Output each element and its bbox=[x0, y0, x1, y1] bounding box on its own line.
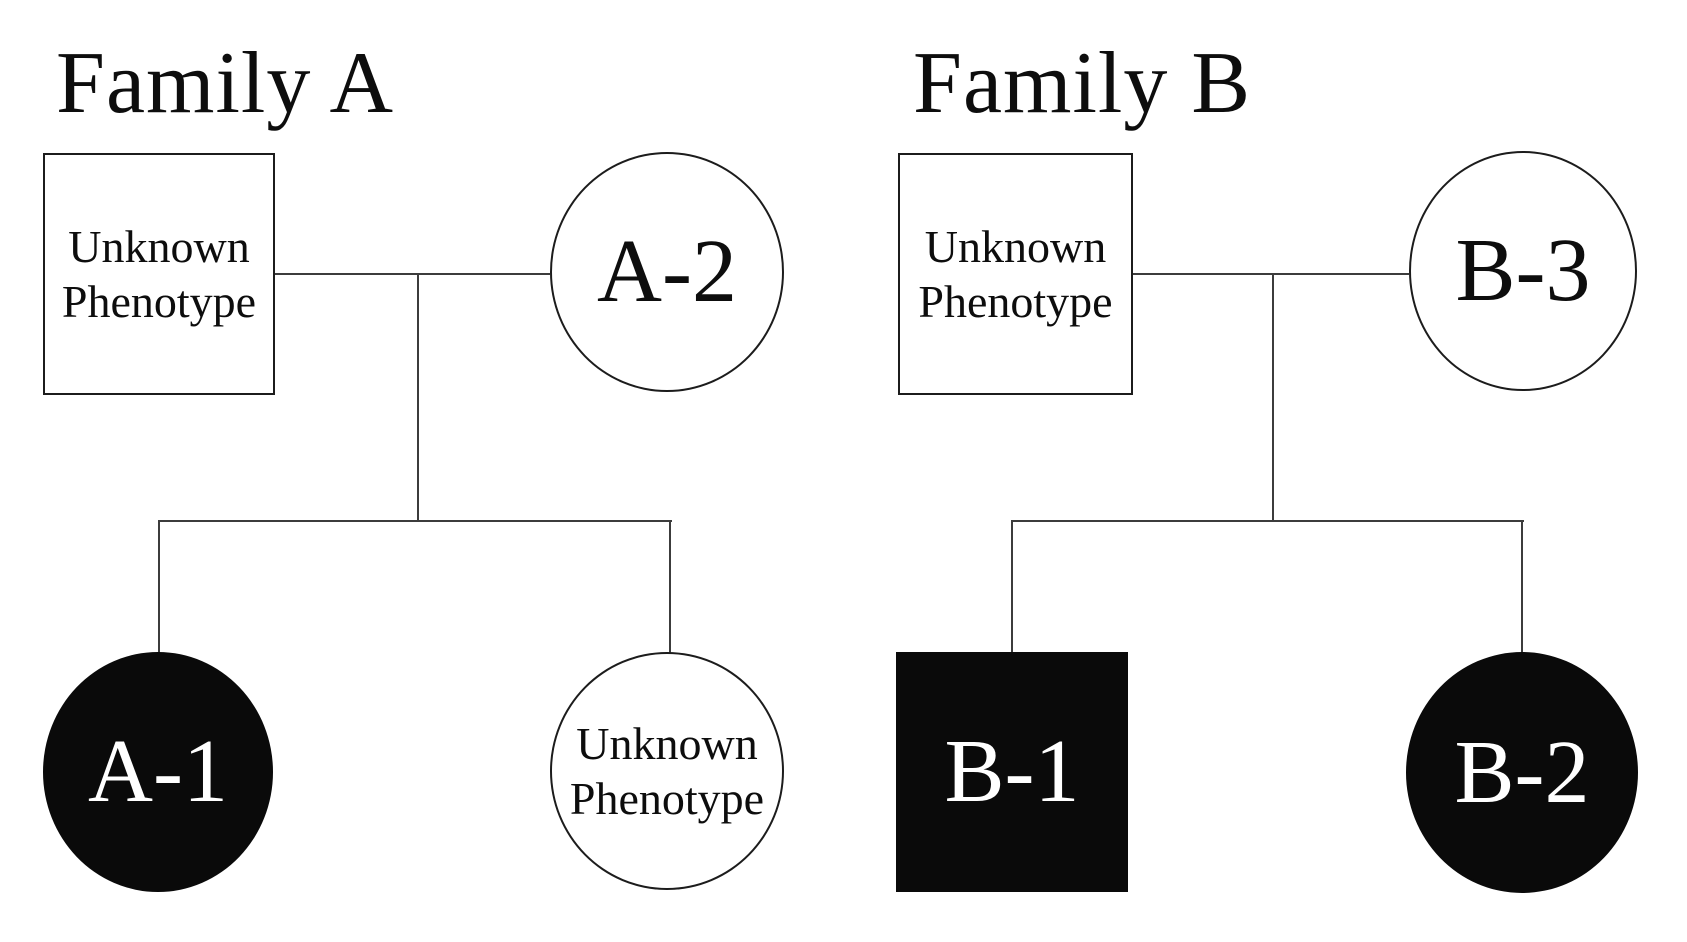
family-a-descent-line bbox=[417, 273, 419, 522]
family-b-child-b2-circle: B-2 bbox=[1406, 652, 1638, 893]
family-b-descent-line bbox=[1272, 273, 1274, 522]
family-b-father-square: Unknown Phenotype bbox=[898, 153, 1133, 395]
family-a-sibship-line bbox=[158, 520, 672, 522]
family-b-child-b1-label: B-1 bbox=[944, 722, 1080, 821]
family-a-child-a1-circle: A-1 bbox=[43, 652, 273, 892]
family-b-mother-label: B-3 bbox=[1455, 221, 1591, 320]
family-a-child-right-label-line1: Unknown bbox=[576, 717, 758, 769]
family-a-child-left-drop-line bbox=[158, 520, 160, 653]
family-a-child-right-label-line2: Phenotype bbox=[569, 773, 765, 824]
family-b-father-label-line1: Unknown bbox=[924, 220, 1107, 272]
family-a-mother-label: A-2 bbox=[597, 222, 737, 321]
family-a-mother-circle: A-2 bbox=[550, 152, 784, 392]
family-a-child-a1-label: A-1 bbox=[88, 722, 228, 821]
family-a-father-label-line1: Unknown bbox=[68, 220, 250, 272]
family-b-title: Family B bbox=[913, 35, 1252, 132]
family-b-child-b2-label: B-2 bbox=[1454, 722, 1590, 822]
family-b-marriage-line bbox=[1133, 273, 1409, 275]
family-a-father-label-line2: Phenotype bbox=[61, 276, 257, 327]
family-a-child-right-drop-line bbox=[669, 520, 671, 653]
family-b-sibship-line bbox=[1011, 520, 1524, 522]
family-a-title: Family A bbox=[56, 35, 395, 132]
family-b-child-b1-square: B-1 bbox=[896, 652, 1128, 892]
family-a-child-right-circle: Unknown Phenotype bbox=[550, 652, 784, 890]
family-a-marriage-line bbox=[275, 273, 550, 275]
family-b-father-label-line2: Phenotype bbox=[918, 276, 1113, 327]
family-b-child-right-drop-line bbox=[1521, 520, 1523, 653]
family-b-mother-circle: B-3 bbox=[1409, 151, 1637, 391]
family-a-father-square: Unknown Phenotype bbox=[43, 153, 275, 395]
family-b-child-left-drop-line bbox=[1011, 520, 1013, 653]
